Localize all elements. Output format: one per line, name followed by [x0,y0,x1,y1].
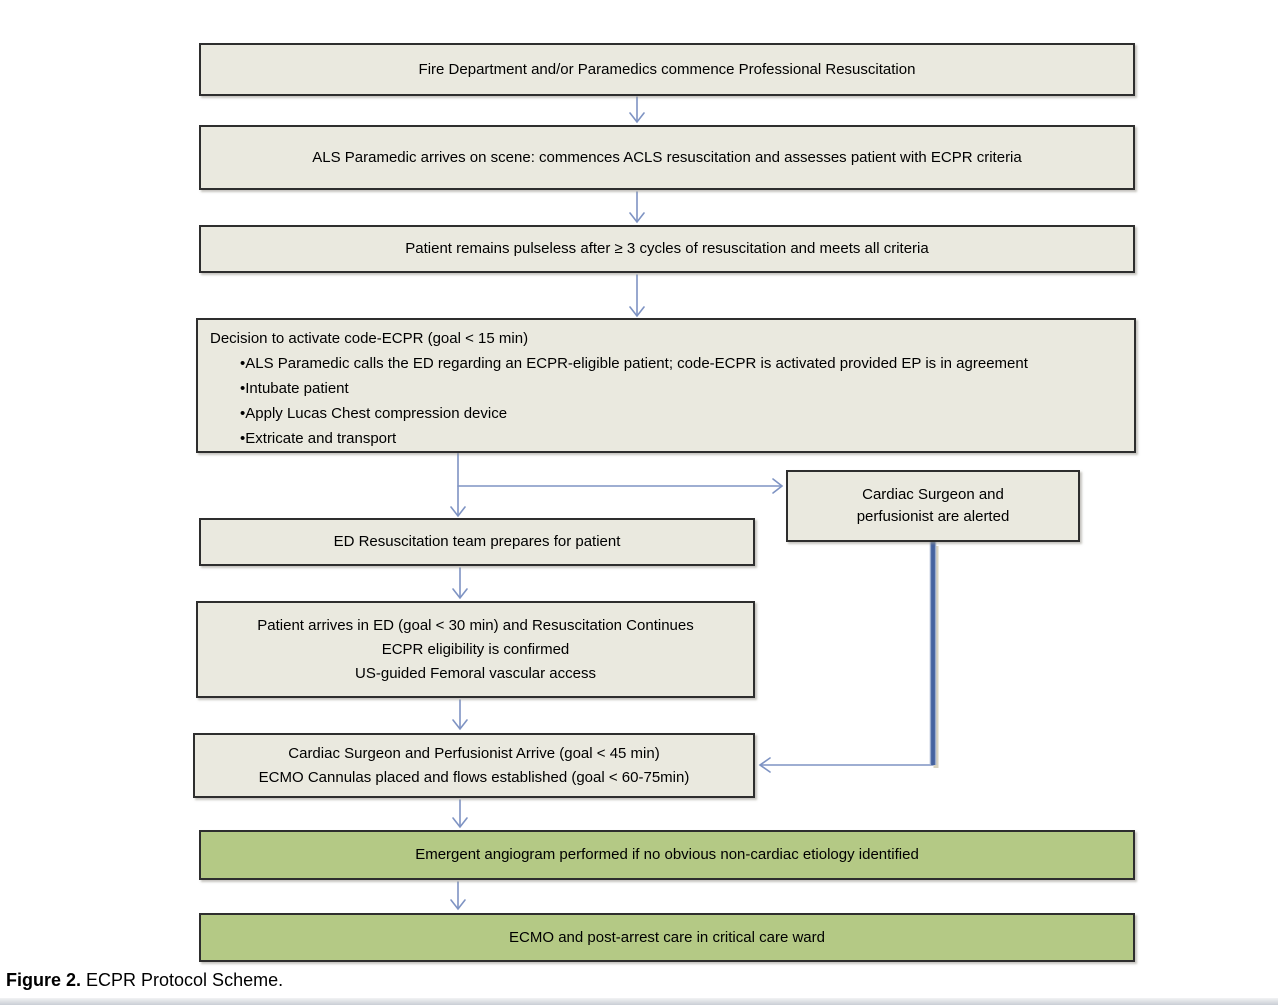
node-text: Fire Department and/or Paramedics commen… [418,60,916,78]
node-text: ECMO and post-arrest care in critical ca… [509,928,825,946]
node-ecmo-post-arrest-care: ECMO and post-arrest care in critical ca… [199,913,1135,962]
figure-caption-label: Figure 2. [6,970,82,990]
node-surgeon-alerted: Cardiac Surgeon and perfusionist are ale… [786,470,1080,542]
node-text-line: ECMO Cannulas placed and flows establish… [258,768,690,786]
node-text-line: US-guided Femoral vascular access [355,664,596,682]
decision-bullet: ALS Paramedic calls the ED regarding an … [210,351,1028,376]
node-ed-team-prepares: ED Resuscitation team prepares for patie… [199,518,755,566]
page-bottom-edge [0,998,1278,1005]
decision-bullet: Extricate and transport [210,426,396,451]
node-text: ED Resuscitation team prepares for patie… [333,533,621,550]
node-emergent-angiogram: Emergent angiogram performed if no obvio… [199,830,1135,880]
node-text-line: Cardiac Surgeon and Perfusionist Arrive … [288,744,660,762]
node-patient-pulseless: Patient remains pulseless after ≥ 3 cycl… [199,225,1135,273]
node-als-paramedic: ALS Paramedic arrives on scene: commence… [199,125,1135,190]
node-text-line: ECPR eligibility is confirmed [381,640,570,658]
node-text: Emergent angiogram performed if no obvio… [415,846,919,863]
decision-bullet: Intubate patient [210,376,348,401]
node-text: ALS Paramedic arrives on scene: commence… [312,148,1022,166]
node-text-line: perfusionist are alerted [856,508,1010,525]
decision-title: Decision to activate code-ECPR (goal < 1… [210,330,529,347]
node-fire-department: Fire Department and/or Paramedics commen… [199,43,1135,96]
node-text-line: Patient arrives in ED (goal < 30 min) an… [257,616,694,634]
node-text-line: Cardiac Surgeon and [862,486,1004,503]
node-patient-arrives-ed: Patient arrives in ED (goal < 30 min) an… [196,601,755,698]
decision-bullet: Apply Lucas Chest compression device [210,401,507,426]
node-decision-activate-ecpr: Decision to activate code-ECPR (goal < 1… [196,318,1136,453]
figure-caption-text: ECPR Protocol Scheme. [81,970,284,990]
figure-caption: Figure 2. ECPR Protocol Scheme. [6,968,283,992]
node-text: Patient remains pulseless after ≥ 3 cycl… [405,240,929,257]
node-surgeon-perfusionist-arrive: Cardiac Surgeon and Perfusionist Arrive … [193,733,755,798]
